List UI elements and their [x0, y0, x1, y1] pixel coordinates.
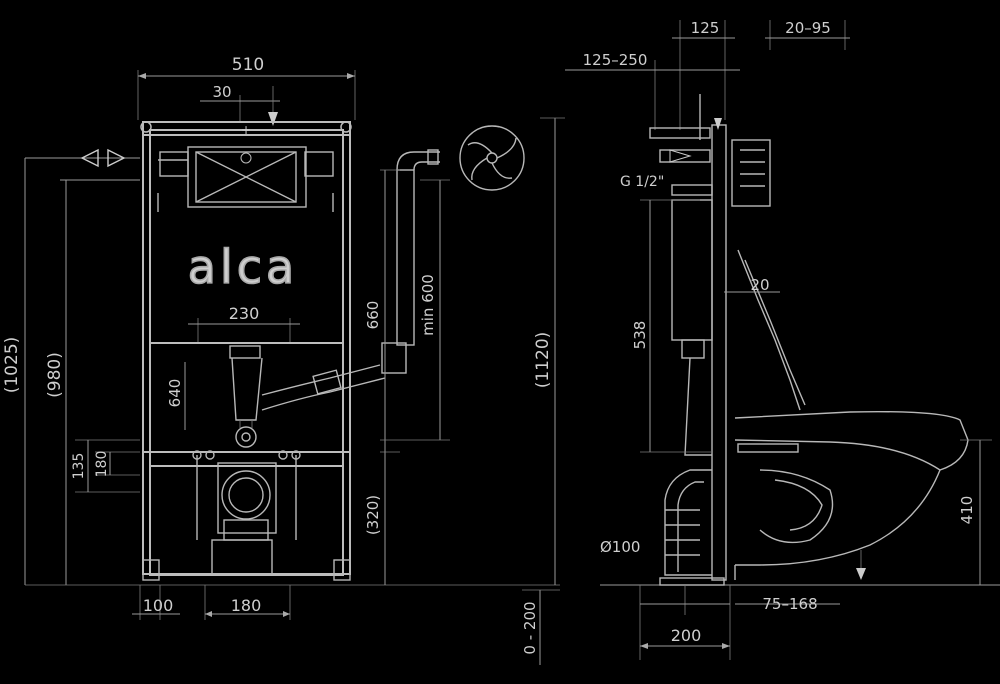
dim-total-height-label: (1120) [533, 332, 553, 389]
dim-410: 410 [958, 439, 992, 585]
dim-overall-width: 510 [137, 55, 356, 120]
dim-fix-135-label: 135 [71, 453, 87, 480]
outlet-bend: Ø100 [600, 469, 712, 576]
dim-height-980-label: (980) [45, 352, 65, 398]
dim-floor-range-label: 0 - 200 [521, 601, 539, 654]
dim-320-label: (320) [364, 495, 382, 535]
dim-660-label: 660 [364, 301, 382, 330]
dim-height-1025: (1025) [2, 158, 26, 585]
supply-pipe [261, 149, 440, 411]
dim-overall-width-label: 510 [232, 55, 264, 75]
dim-right-vertical: 660 min 600 (320) [364, 169, 450, 585]
flush-button-side [731, 139, 771, 207]
dim-top-125-label: 125 [691, 19, 720, 37]
drain-connector [192, 450, 301, 541]
dim-min-600-label: min 600 [419, 274, 437, 336]
dim-height-1025-label: (1025) [2, 337, 22, 394]
dim-height-980: (980) [45, 180, 67, 585]
dim-base-180-label: 180 [231, 596, 262, 615]
dim-410-label: 410 [958, 496, 976, 525]
dim-pipe-height-label: 640 [166, 379, 184, 408]
svg-text:+: + [241, 123, 251, 137]
front-view: 510 30 + [2, 55, 560, 620]
dim-side-top: 125 20–95 125–250 [565, 19, 850, 130]
alca-logo: alca [188, 240, 298, 294]
water-inlet-marker [25, 148, 140, 181]
dim-538: 538 [631, 199, 712, 453]
dim-inlet-center-label: 230 [229, 304, 260, 323]
dim-cistern-offset-label: 30 [212, 83, 231, 101]
flush-pipe [150, 342, 343, 448]
dim-inlet-center: 230 [188, 304, 300, 342]
dim-base-200-label: 200 [671, 626, 702, 645]
dim-75-168-label: 75–168 [762, 595, 817, 613]
dim-pipe-height: 640 [166, 362, 186, 430]
dim-side-bottom: 75–168 200 [639, 585, 840, 660]
installation-frame: + [140, 121, 352, 581]
thread-label: G 1/2" [620, 174, 664, 190]
dim-20-95-label: 20–95 [785, 19, 831, 37]
toilet-bowl: 20 [724, 249, 969, 580]
dim-base: 100 180 [132, 596, 290, 617]
dim-fixing: 135 180 [71, 439, 140, 493]
side-frame [649, 94, 727, 581]
dim-fix-180-label: 180 [94, 451, 110, 478]
flush-plate-icon [459, 125, 525, 191]
side-view: 125 20–95 125–250 G 1/ [565, 19, 1000, 660]
dim-depth-20-label: 20 [750, 276, 769, 294]
outlet-diameter-label: Ø100 [600, 538, 640, 556]
dim-538-label: 538 [631, 321, 649, 350]
dim-125-250-label: 125–250 [583, 51, 648, 69]
dim-cistern-offset: 30 [200, 83, 280, 126]
center-dims: (1120) 0 - 200 [521, 117, 565, 665]
dim-base-100-label: 100 [143, 596, 174, 615]
cistern-box [157, 146, 334, 212]
